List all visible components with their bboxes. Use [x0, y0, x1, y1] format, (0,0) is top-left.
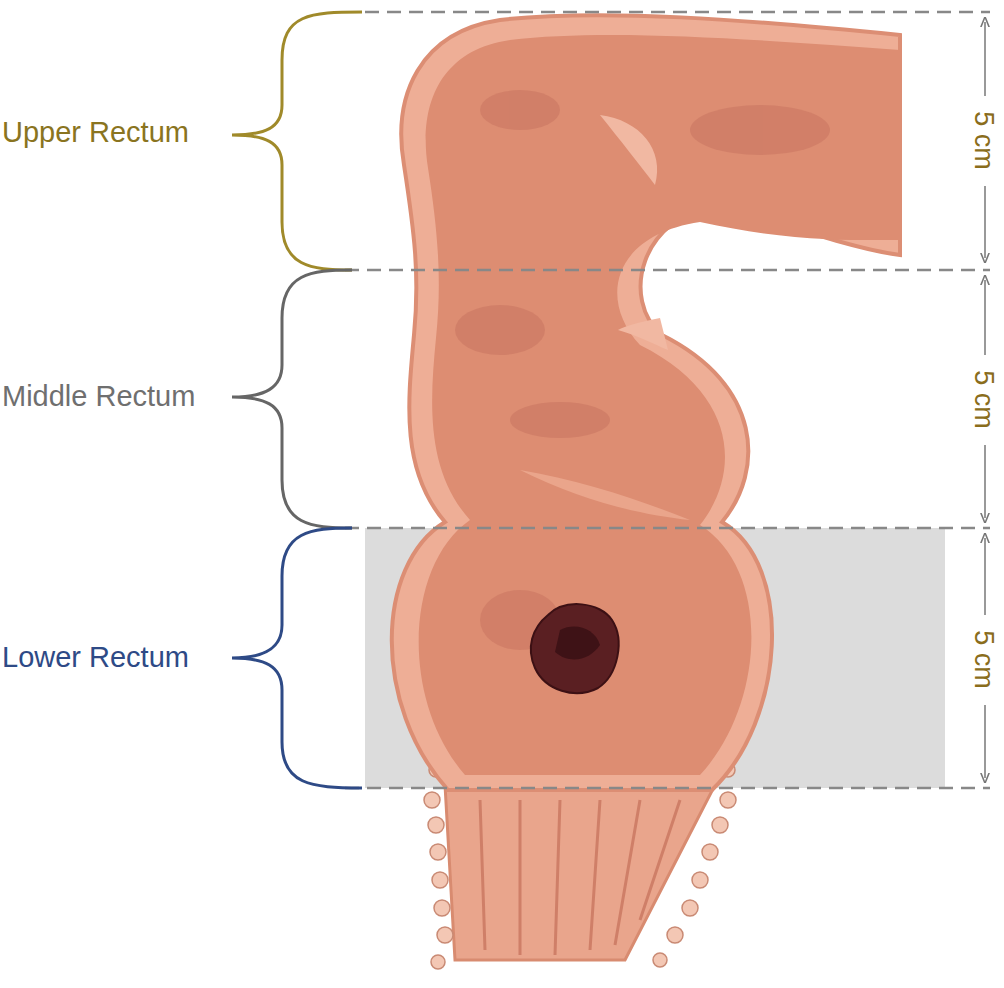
- dimension-label: 5 cm: [967, 367, 998, 434]
- middle-bracket: [232, 270, 352, 528]
- region-label: Middle Rectum: [2, 380, 195, 413]
- lower-bracket: [232, 528, 362, 788]
- region-label: Lower Rectum: [2, 641, 189, 674]
- rectum-wall: [392, 15, 900, 790]
- dimension-label: 5 cm: [967, 627, 998, 694]
- dimension-label: 5 cm: [967, 108, 998, 175]
- level-lines: [345, 12, 990, 788]
- anal-canal: [445, 785, 715, 960]
- upper-bracket: [232, 12, 362, 270]
- rectal-lumen: [419, 35, 900, 775]
- region-label: Upper Rectum: [2, 116, 189, 149]
- tumour: [531, 604, 619, 693]
